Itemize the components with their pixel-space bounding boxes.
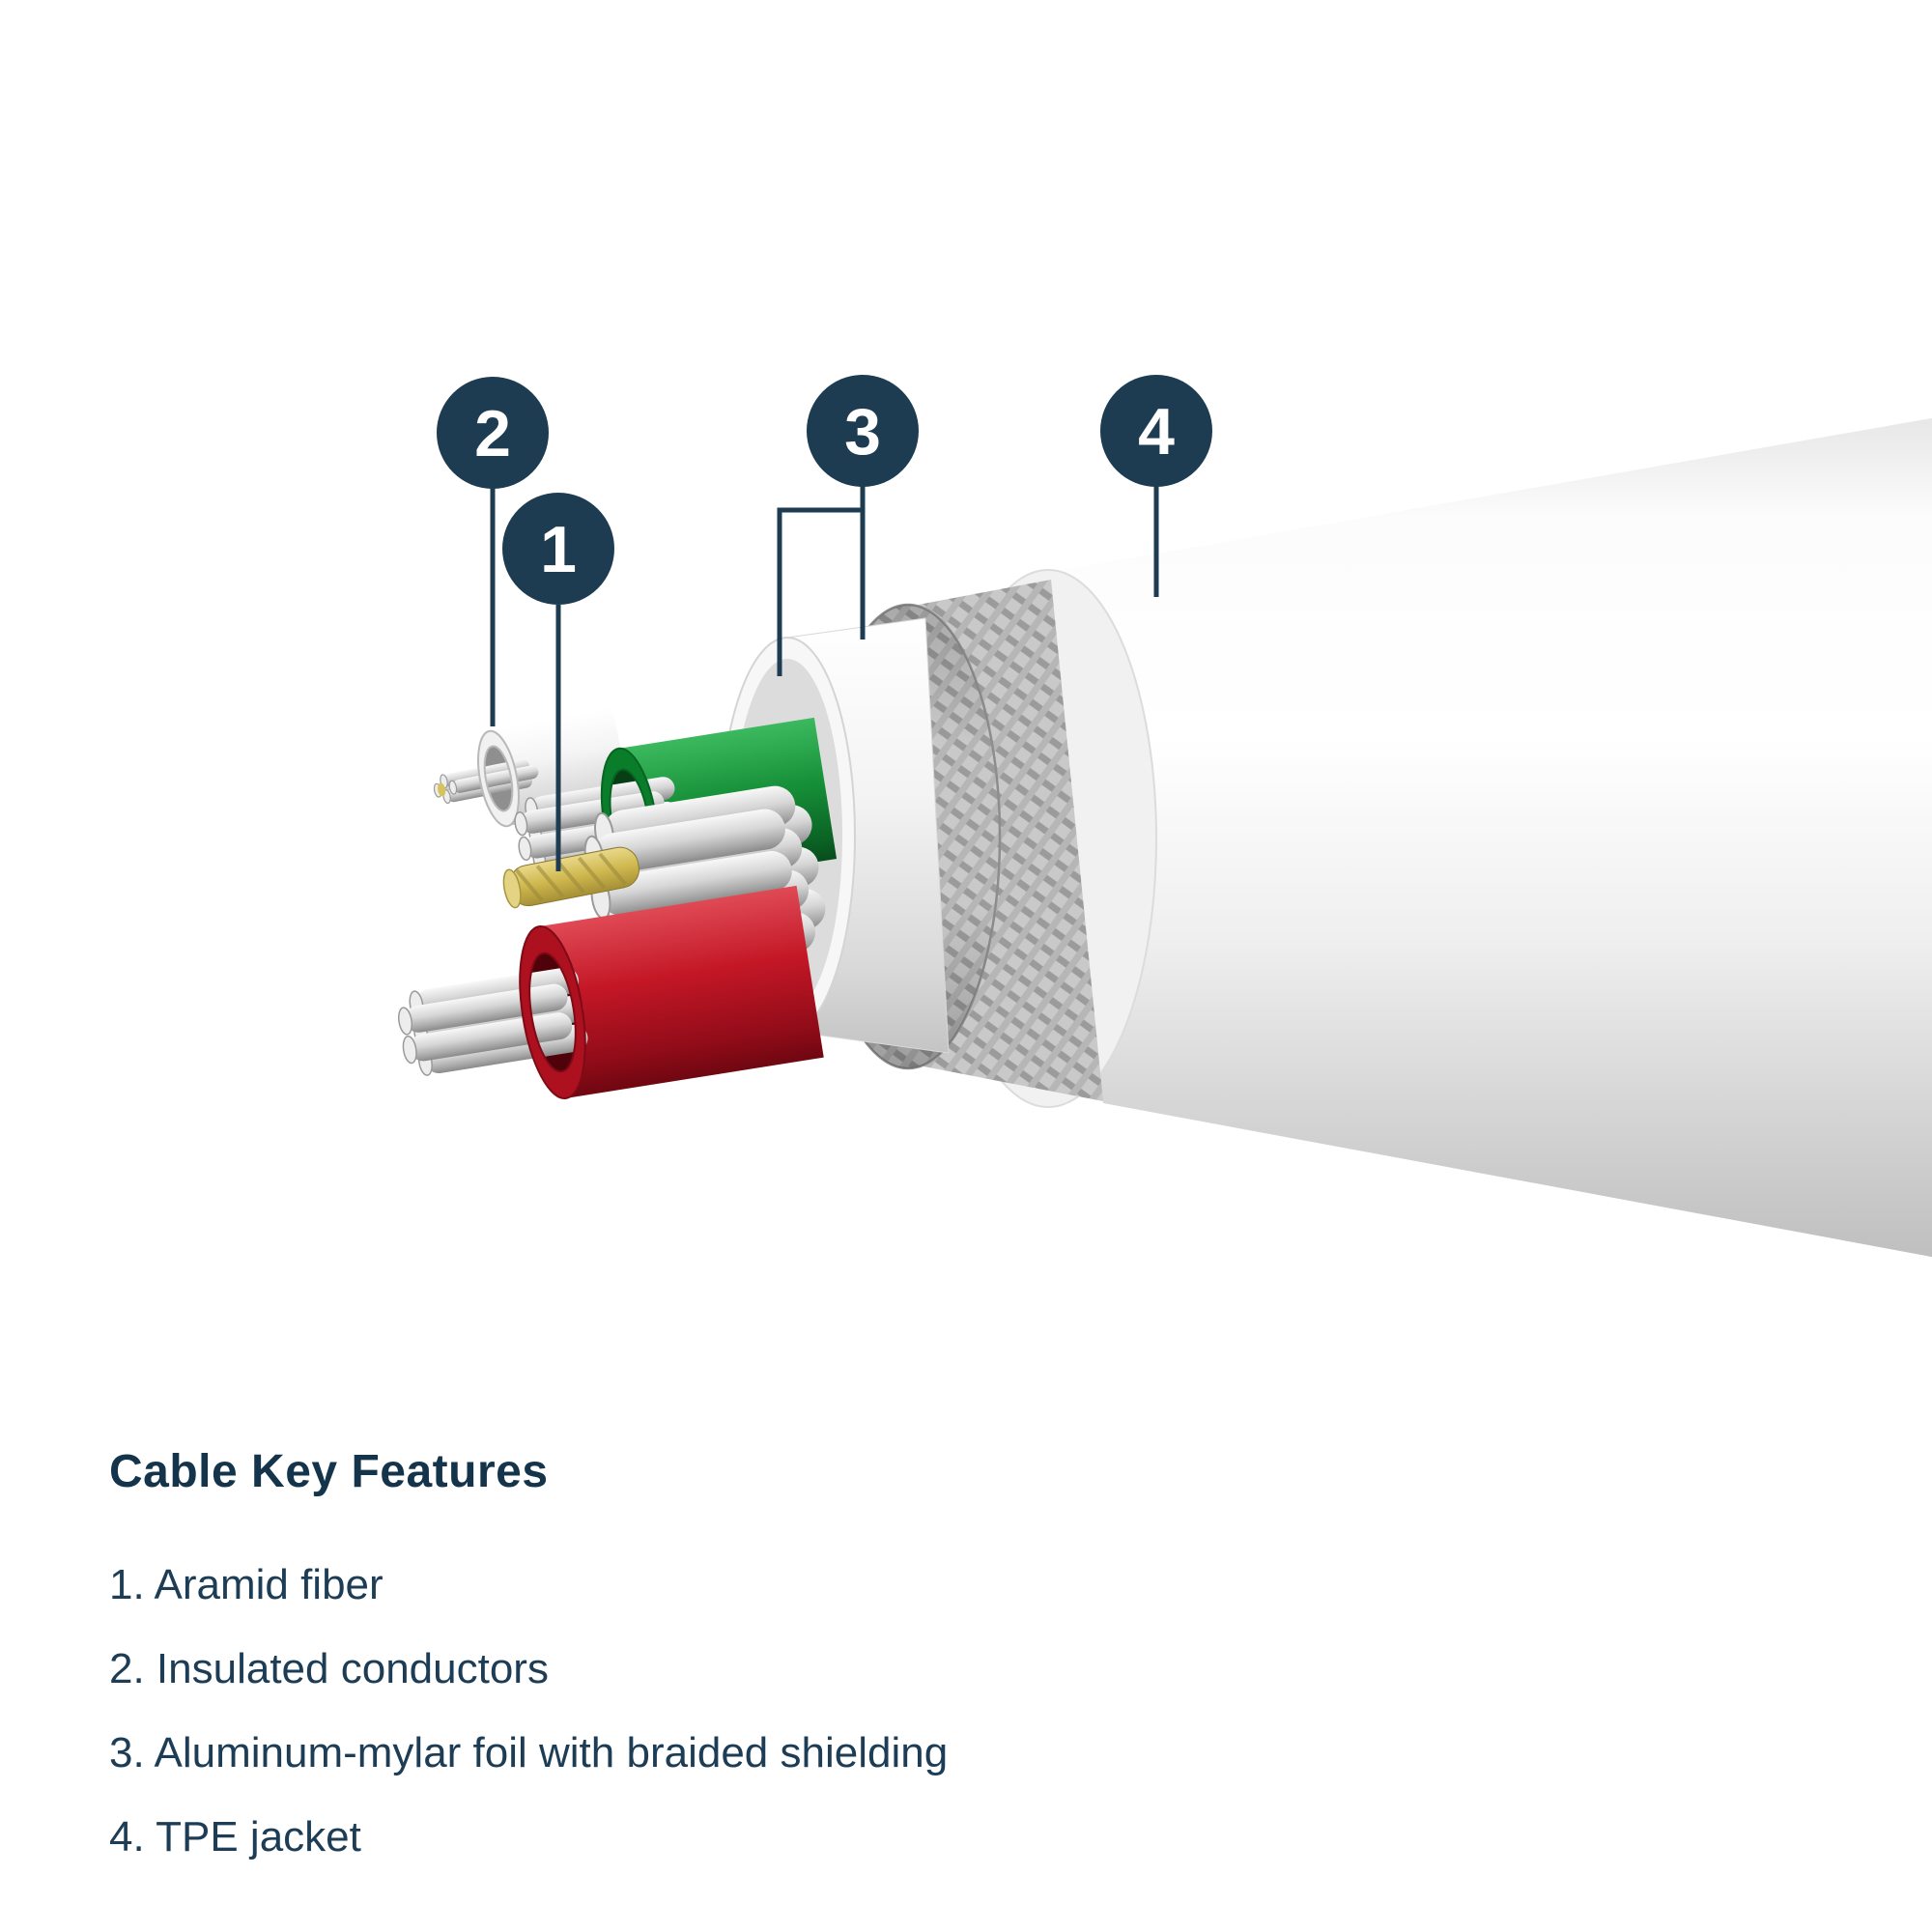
callout-1: 1 [502, 493, 614, 605]
callout-lines [490, 486, 1159, 871]
legend: Cable Key Features 1. Aramid fiber 2. In… [109, 1445, 948, 1879]
callout-1-circle [502, 493, 614, 605]
callout-1-number: 1 [540, 513, 577, 586]
legend-title: Cable Key Features [109, 1446, 549, 1497]
white-conductor-fiber-core [437, 782, 446, 797]
legend-item-1: 1. Aramid fiber [109, 1561, 384, 1608]
tpe-jacket [939, 417, 1932, 1258]
callout-2-number: 2 [474, 397, 511, 470]
red-conductor-ring [519, 925, 586, 1099]
callout-4: 4 [1100, 375, 1212, 487]
callout-2: 2 [437, 377, 549, 489]
insulated-conductor-red [396, 885, 824, 1099]
legend-items: 1. Aramid fiber 2. Insulated conductors … [109, 1543, 948, 1879]
legend-item-4: 4. TPE jacket [109, 1813, 361, 1861]
callout-3-number: 3 [844, 395, 881, 469]
callout-2-circle [437, 377, 549, 489]
callout-4-circle [1100, 375, 1212, 487]
callout-line-3-branch [777, 507, 863, 676]
aramid-fiber-texture [515, 852, 628, 902]
white-conductor-ring [477, 729, 520, 828]
aramid-fiber [502, 846, 639, 909]
legend-item-2: 2. Insulated conductors [109, 1645, 549, 1692]
jacket-body [1041, 417, 1932, 1258]
callout-4-number: 4 [1138, 395, 1175, 469]
aramid-fiber-end [502, 868, 522, 909]
callout-3-circle [807, 375, 919, 487]
legend-item-3: 3. Aluminum-mylar foil with braided shie… [109, 1729, 949, 1776]
callout-3: 3 [807, 375, 919, 487]
